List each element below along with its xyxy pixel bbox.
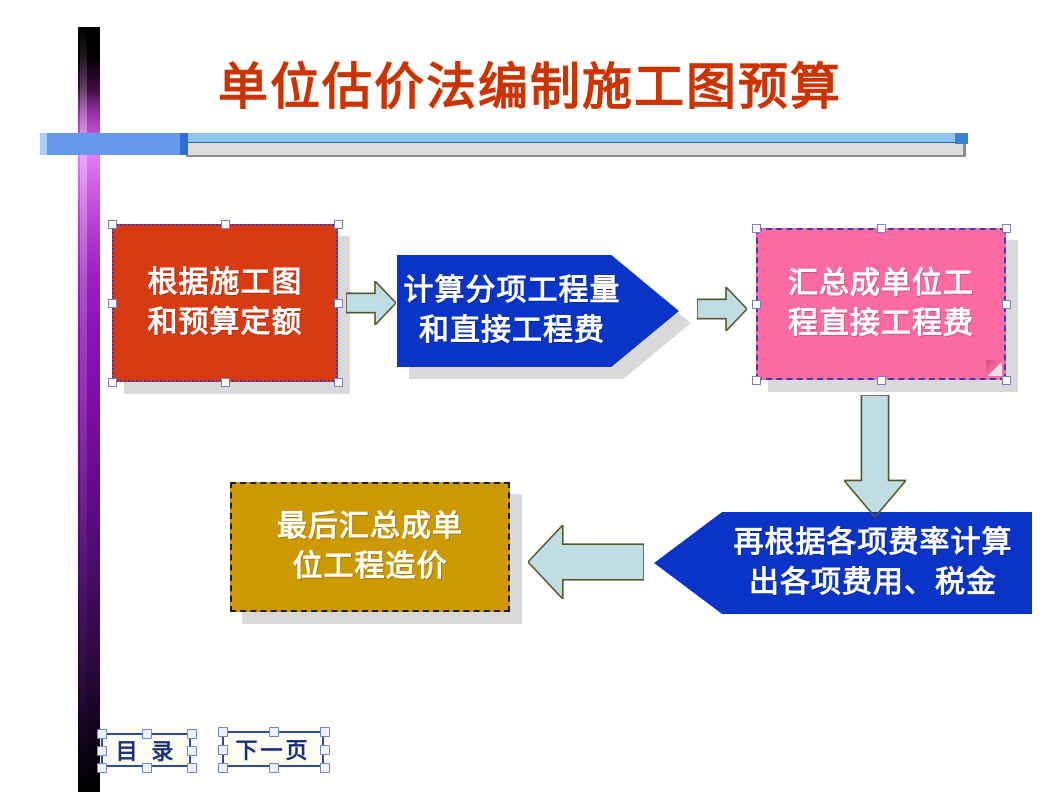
step3-handle-ne[interactable]: [1002, 224, 1011, 233]
connector-arrow-left: [528, 525, 644, 599]
menu-button-label: 目 录: [115, 739, 177, 765]
connector-arrow-down: [844, 395, 906, 517]
flow-node-step1-label: 根据施工图 和预算定额: [147, 265, 303, 340]
step1-handle-ne[interactable]: [334, 220, 343, 229]
flow-node-step5-label: 最后汇总成单 位工程造价: [277, 509, 463, 584]
flow-node-step2[interactable]: 计算分项工程量 和直接工程费: [397, 255, 679, 367]
flow-node-step3-label: 汇总成单位工 程直接工程费: [788, 266, 974, 341]
step3-folded-corner: [986, 360, 1002, 376]
header-divider-blue: [40, 133, 188, 155]
step1-handle-w[interactable]: [108, 299, 117, 308]
left-vertical-gradient-bar: [78, 27, 100, 792]
step1-handle-s[interactable]: [221, 378, 230, 387]
connector-arrow-right-2: [697, 287, 747, 331]
step1-handle-n[interactable]: [221, 220, 230, 229]
flow-node-step4[interactable]: 再根据各项费率计算 出各项费用、税金: [654, 512, 1032, 614]
step1-handle-e[interactable]: [334, 299, 343, 308]
step1-handle-sw[interactable]: [108, 378, 117, 387]
step3-handle-se[interactable]: [1002, 376, 1011, 385]
flow-node-step2-label: 计算分项工程量 和直接工程费: [403, 273, 621, 348]
step3-handle-s[interactable]: [877, 376, 886, 385]
step3-handle-sw[interactable]: [752, 376, 761, 385]
next-page-button-label: 下一页: [235, 738, 311, 764]
flow-node-step1[interactable]: 根据施工图 和预算定额: [112, 224, 338, 382]
header-divider-lightblue: [186, 133, 968, 143]
page-title: 单位估价法编制施工图预算: [218, 57, 842, 116]
connector-arrow-right-1: [346, 281, 396, 325]
next-page-button[interactable]: 下一页: [222, 731, 324, 767]
step3-handle-w[interactable]: [752, 300, 761, 309]
step1-handle-se[interactable]: [334, 378, 343, 387]
menu-button[interactable]: 目 录: [101, 733, 191, 767]
header-divider-end-cap: [955, 133, 968, 144]
flow-node-step5[interactable]: 最后汇总成单 位工程造价: [230, 482, 510, 612]
step3-handle-n[interactable]: [877, 224, 886, 233]
step3-handle-nw[interactable]: [752, 224, 761, 233]
flow-node-step4-label: 再根据各项费率计算 出各项费用、税金: [733, 525, 1013, 600]
flow-node-step3[interactable]: 汇总成单位工 程直接工程费: [756, 228, 1006, 380]
header-divider-gray: [186, 140, 966, 157]
step3-handle-e[interactable]: [1002, 300, 1011, 309]
step1-handle-nw[interactable]: [108, 220, 117, 229]
